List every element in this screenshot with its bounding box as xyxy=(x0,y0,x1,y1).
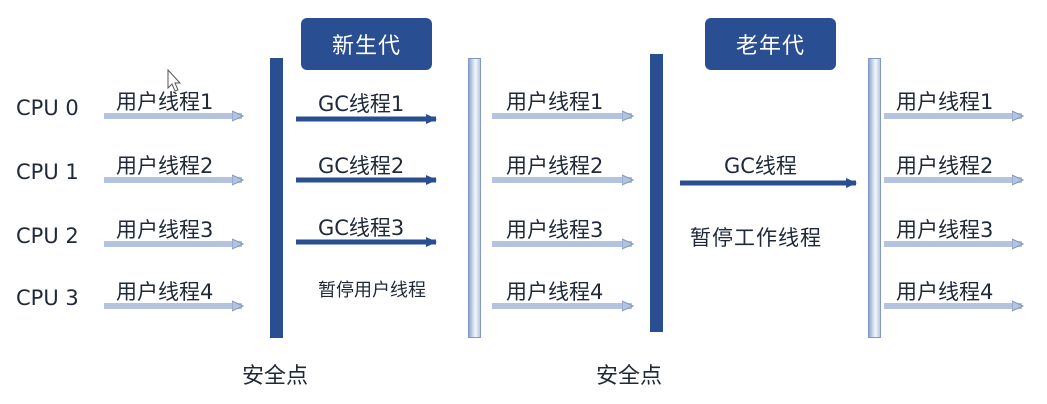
user-thread-label: 用户线程2 xyxy=(506,154,604,178)
cpu-label: CPU 0 xyxy=(16,96,79,120)
cpu-label: CPU 3 xyxy=(16,286,79,310)
safepoint-bar-1 xyxy=(270,58,283,338)
user-thread-arrows-col3 xyxy=(492,116,632,306)
gc-thread-label: GC线程3 xyxy=(318,216,405,240)
gc-thread-label-old: GC线程 xyxy=(724,154,797,178)
old-generation-label: 老年代 xyxy=(735,34,805,59)
user-thread-label: 用户线程1 xyxy=(116,90,214,114)
cpu-label: CPU 1 xyxy=(16,160,79,184)
safepoint-label: 安全点 xyxy=(242,364,309,389)
cpu-label: CPU 2 xyxy=(16,224,79,248)
pause-user-threads-label: 暂停用户线程 xyxy=(318,280,426,301)
user-thread-label: 用户线程2 xyxy=(896,154,994,178)
safepoint-bar-2 xyxy=(650,54,663,332)
gc-thread-arrows-young xyxy=(296,114,437,247)
user-thread-arrows-col5 xyxy=(884,116,1022,306)
young-generation-box: 新生代 xyxy=(301,18,432,70)
mouse-cursor-icon xyxy=(167,68,182,92)
safepoint-label: 安全点 xyxy=(596,364,663,389)
user-thread-label: 用户线程1 xyxy=(896,90,994,114)
user-thread-label: 用户线程4 xyxy=(896,280,994,304)
user-thread-label: 用户线程1 xyxy=(506,90,604,114)
young-generation-label: 新生代 xyxy=(331,34,401,59)
user-thread-label: 用户线程2 xyxy=(116,154,214,178)
pause-work-threads-label: 暂停工作线程 xyxy=(690,226,822,250)
old-generation-box: 老年代 xyxy=(705,18,836,70)
user-thread-label: 用户线程4 xyxy=(116,280,214,304)
user-thread-label: 用户线程3 xyxy=(506,218,604,242)
gc-thread-label: GC线程2 xyxy=(318,154,405,178)
gc-thread-label: GC线程1 xyxy=(318,92,405,116)
user-thread-label: 用户线程4 xyxy=(506,280,604,304)
resume-bar-1 xyxy=(468,58,481,338)
user-thread-label: 用户线程3 xyxy=(896,218,994,242)
user-thread-arrows-col1 xyxy=(104,116,242,306)
user-thread-label: 用户线程3 xyxy=(116,218,214,242)
resume-bar-2 xyxy=(868,58,881,338)
